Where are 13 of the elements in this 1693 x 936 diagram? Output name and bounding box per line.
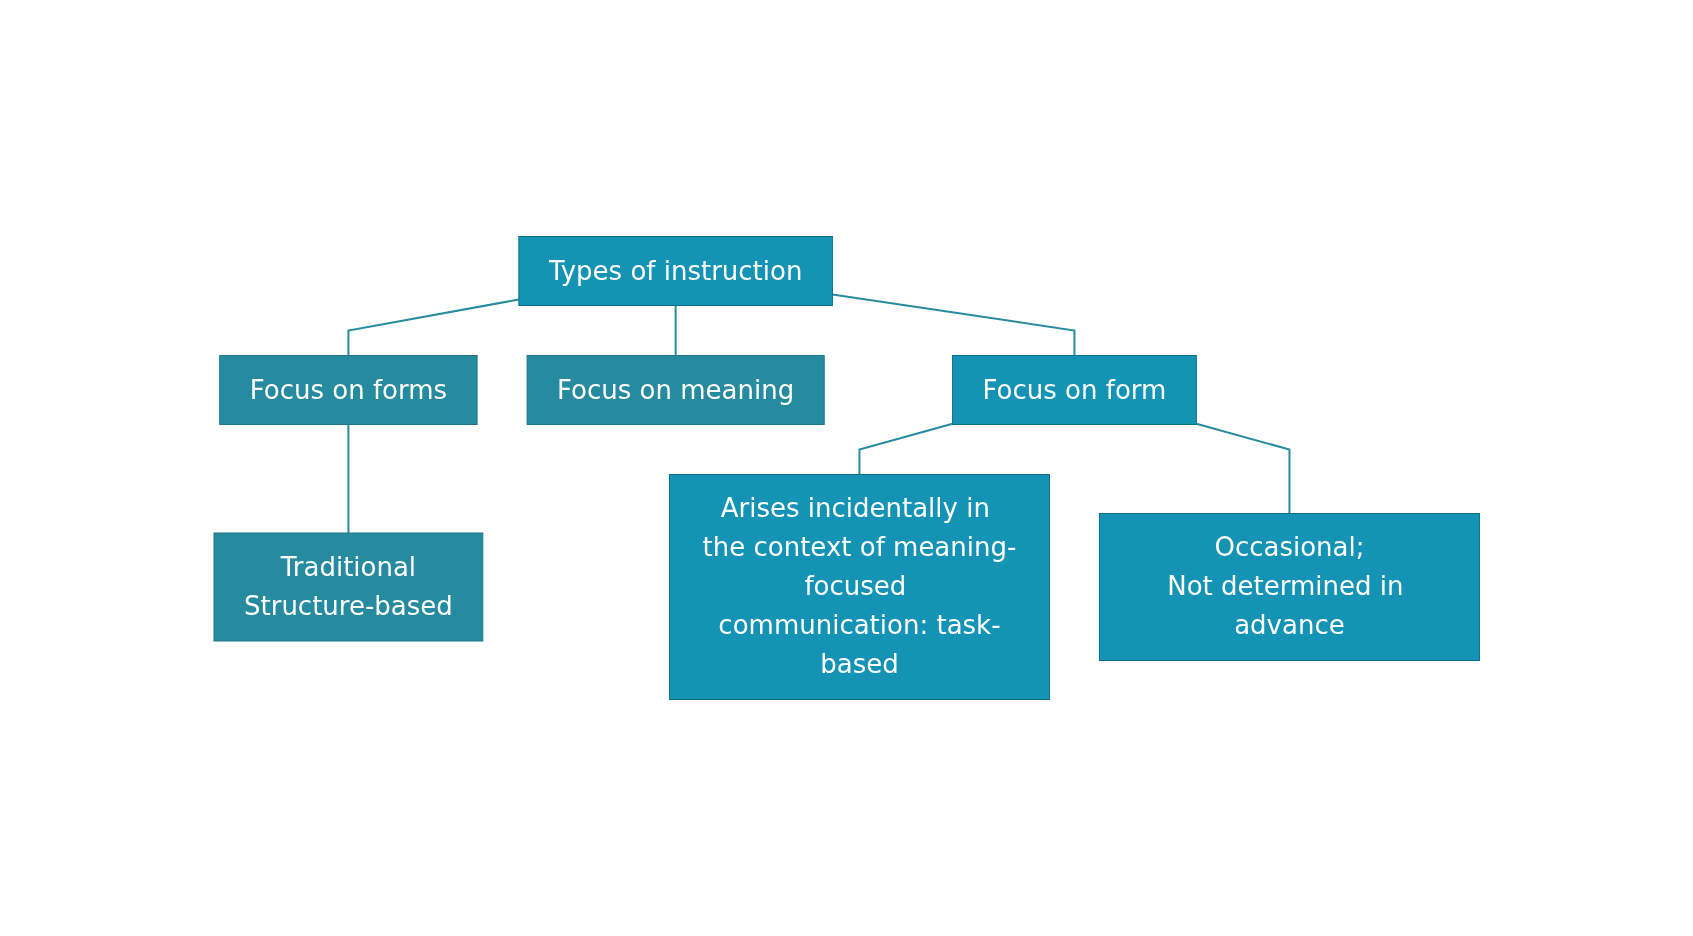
connector: [674, 304, 677, 357]
node-box: Focus on meaning: [526, 355, 825, 425]
node-box: Traditional Structure-based: [213, 532, 484, 642]
connector: [347, 298, 520, 357]
connector: [1195, 422, 1291, 515]
node-box: Occasional; Not determined in advance: [1098, 513, 1480, 661]
node-box: Focus on forms: [219, 355, 478, 425]
node-box: Types of instruction: [518, 236, 833, 306]
connector: [347, 423, 350, 534]
node-box: Focus on form: [951, 355, 1197, 425]
connector: [858, 422, 954, 476]
node-box: Arises incidentally in the context of meaning-focused communication: task-based: [668, 474, 1050, 700]
connector: [831, 293, 1076, 357]
